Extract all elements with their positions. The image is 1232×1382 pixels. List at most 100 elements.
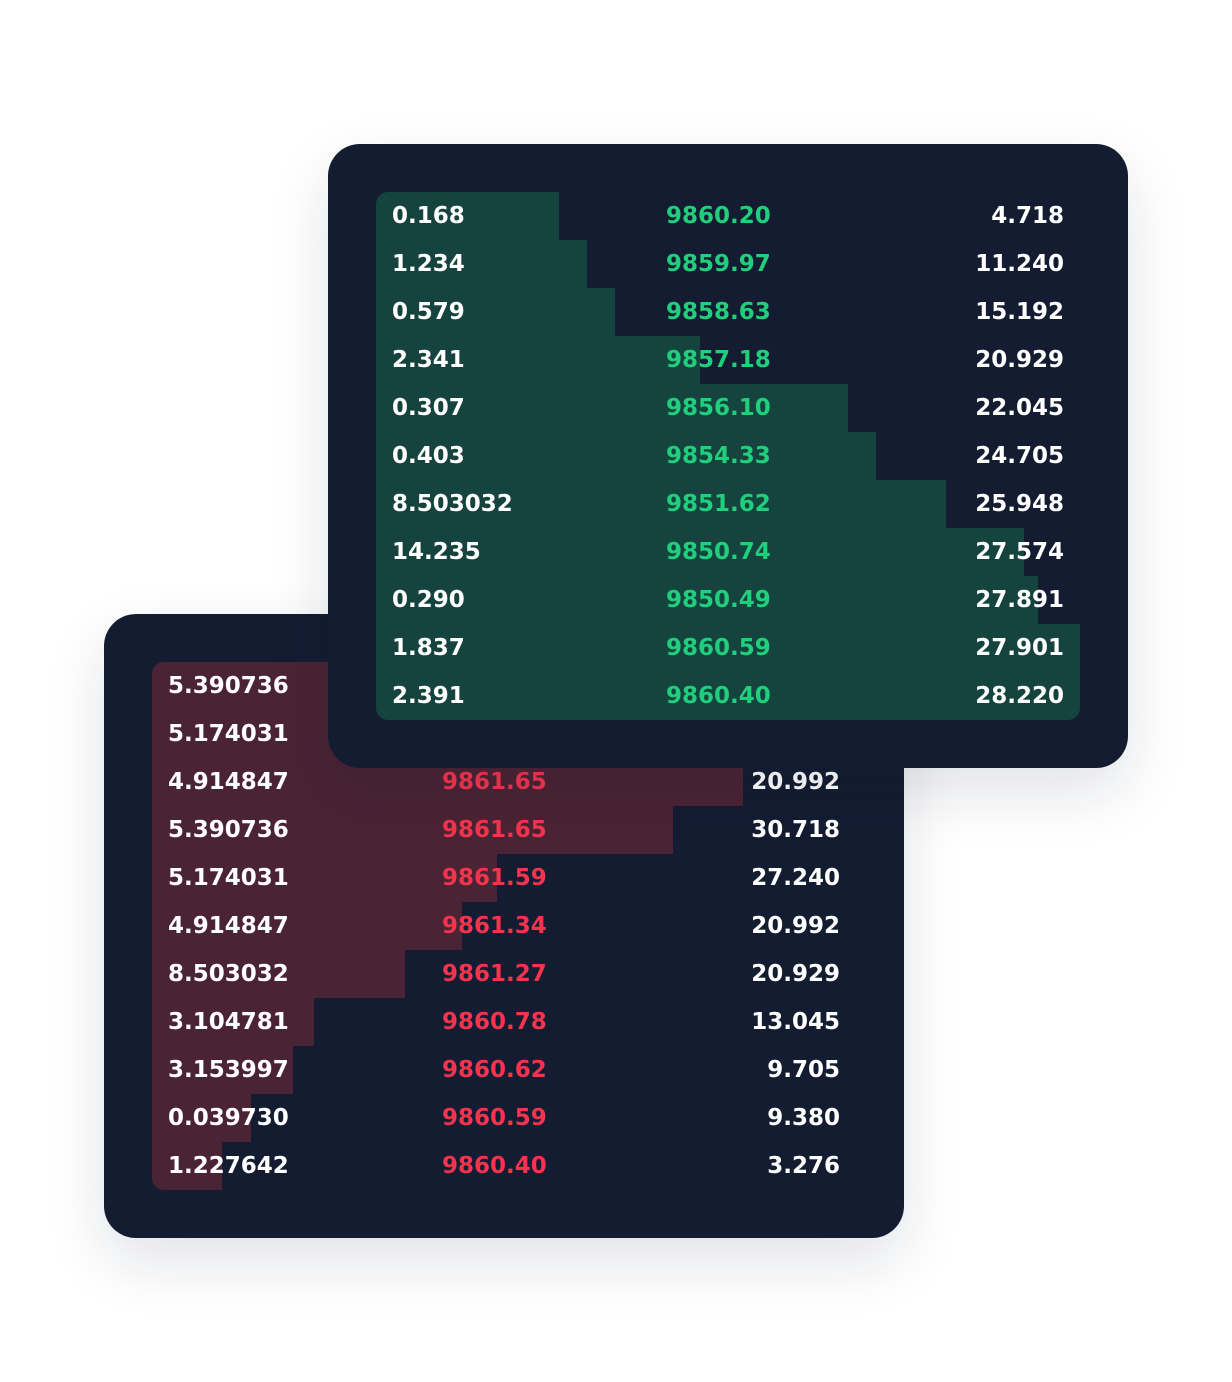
- asks-row[interactable]: 8.503032 9861.27 20.929: [152, 950, 856, 998]
- total-cell: 25.948: [975, 491, 1064, 517]
- asks-row[interactable]: 3.153997 9860.62 9.705: [152, 1046, 856, 1094]
- asks-depth-bar: [152, 806, 673, 854]
- asks-depth-bar: [152, 710, 349, 758]
- price-cell: 9860.20: [666, 203, 771, 229]
- price-cell: 9861.65: [442, 817, 547, 843]
- amount-cell: 0.039730: [168, 1105, 289, 1131]
- price-cell: 9850.49: [666, 587, 771, 613]
- price-cell: 9860.59: [442, 1105, 547, 1131]
- total-cell: 27.240: [751, 865, 840, 891]
- total-cell: 27.891: [975, 587, 1064, 613]
- price-cell: 9857.18: [666, 347, 771, 373]
- asks-row[interactable]: 0.039730 9860.59 9.380: [152, 1094, 856, 1142]
- amount-cell: 4.914847: [168, 769, 289, 795]
- bids-row[interactable]: 1.234 9859.97 11.240: [376, 240, 1080, 288]
- bids-row[interactable]: 0.579 9858.63 15.192: [376, 288, 1080, 336]
- price-cell: 9860.78: [442, 1009, 547, 1035]
- amount-cell: 1.837: [392, 635, 465, 661]
- amount-cell: 2.391: [392, 683, 465, 709]
- bids-row[interactable]: 2.391 9860.40 28.220: [376, 672, 1080, 720]
- total-cell: 27.901: [975, 635, 1064, 661]
- total-cell: 20.929: [975, 347, 1064, 373]
- asks-depth-bar: [152, 998, 314, 1046]
- amount-cell: 4.914847: [168, 913, 289, 939]
- asks-depth-bar: [152, 854, 497, 902]
- bids-depth-bar: [376, 240, 587, 288]
- asks-row[interactable]: 5.390736: [152, 662, 856, 710]
- amount-cell: 0.307: [392, 395, 465, 421]
- amount-cell: 1.234: [392, 251, 465, 277]
- total-cell: 15.192: [975, 299, 1064, 325]
- price-cell: 9854.33: [666, 443, 771, 469]
- total-cell: 24.705: [975, 443, 1064, 469]
- total-cell: 22.045: [975, 395, 1064, 421]
- asks-depth-bar: [152, 1094, 251, 1142]
- price-cell: 9861.34: [442, 913, 547, 939]
- bids-depth-bar: [376, 384, 848, 432]
- bids-depth-bar: [376, 288, 615, 336]
- amount-cell: 3.153997: [168, 1057, 289, 1083]
- total-cell: 9.380: [767, 1105, 840, 1131]
- bids-depth-bar: [376, 528, 1024, 576]
- amount-cell: 8.503032: [168, 961, 289, 987]
- price-cell: 9858.63: [666, 299, 771, 325]
- asks-depth-bar: [152, 1046, 293, 1094]
- total-cell: 11.240: [975, 251, 1064, 277]
- price-cell: 9861.27: [442, 961, 547, 987]
- asks-row[interactable]: 1.227642 9860.40 3.276: [152, 1142, 856, 1190]
- asks-depth-bar: [152, 902, 462, 950]
- price-cell: 9860.40: [666, 683, 771, 709]
- total-cell: 20.992: [751, 913, 840, 939]
- bids-depth-bar: [376, 624, 1080, 672]
- bids-row[interactable]: 2.341 9857.18 20.929: [376, 336, 1080, 384]
- amount-cell: 1.227642: [168, 1153, 289, 1179]
- amount-cell: 8.503032: [392, 491, 513, 517]
- total-cell: 3.276: [767, 1153, 840, 1179]
- total-cell: 20.929: [751, 961, 840, 987]
- asks-depth-bar: [152, 662, 349, 710]
- asks-row[interactable]: 3.104781 9860.78 13.045: [152, 998, 856, 1046]
- asks-depth-bar: [152, 950, 405, 998]
- price-cell: 9856.10: [666, 395, 771, 421]
- asks-row[interactable]: 5.174031: [152, 710, 856, 758]
- price-cell: 9861.65: [442, 769, 547, 795]
- bids-depth-bar: [376, 576, 1038, 624]
- asks-row[interactable]: 4.914847 9861.34 20.992: [152, 902, 856, 950]
- price-cell: 9861.59: [442, 865, 547, 891]
- total-cell: 30.718: [751, 817, 840, 843]
- asks-depth-bar: [152, 1142, 222, 1190]
- total-cell: 13.045: [751, 1009, 840, 1035]
- total-cell: 4.718: [991, 203, 1064, 229]
- total-cell: 28.220: [975, 683, 1064, 709]
- bids-row[interactable]: 0.290 9850.49 27.891: [376, 576, 1080, 624]
- amount-cell: 5.390736: [168, 817, 289, 843]
- amount-cell: 3.104781: [168, 1009, 289, 1035]
- amount-cell: 5.174031: [168, 865, 289, 891]
- price-cell: 9859.97: [666, 251, 771, 277]
- asks-row[interactable]: 5.390736 9861.65 30.718: [152, 806, 856, 854]
- bids-depth-bar: [376, 192, 559, 240]
- price-cell: 9860.62: [442, 1057, 547, 1083]
- asks-row[interactable]: 5.174031 9861.59 27.240: [152, 854, 856, 902]
- total-cell: 20.992: [751, 769, 840, 795]
- asks-row[interactable]: 4.914847 9861.65 20.992: [152, 758, 856, 806]
- amount-cell: 0.290: [392, 587, 465, 613]
- bids-row[interactable]: 0.307 9856.10 22.045: [376, 384, 1080, 432]
- amount-cell: 0.579: [392, 299, 465, 325]
- price-cell: 9860.59: [666, 635, 771, 661]
- amount-cell: 2.341: [392, 347, 465, 373]
- amount-cell: 0.403: [392, 443, 465, 469]
- bids-depth-bar: [376, 432, 876, 480]
- bids-row[interactable]: 1.837 9860.59 27.901: [376, 624, 1080, 672]
- total-cell: 27.574: [975, 539, 1064, 565]
- total-cell: 9.705: [767, 1057, 840, 1083]
- price-cell: 9860.40: [442, 1153, 547, 1179]
- amount-cell: 5.174031: [168, 721, 289, 747]
- bids-depth-bar: [376, 672, 1080, 720]
- bids-row[interactable]: 0.403 9854.33 24.705: [376, 432, 1080, 480]
